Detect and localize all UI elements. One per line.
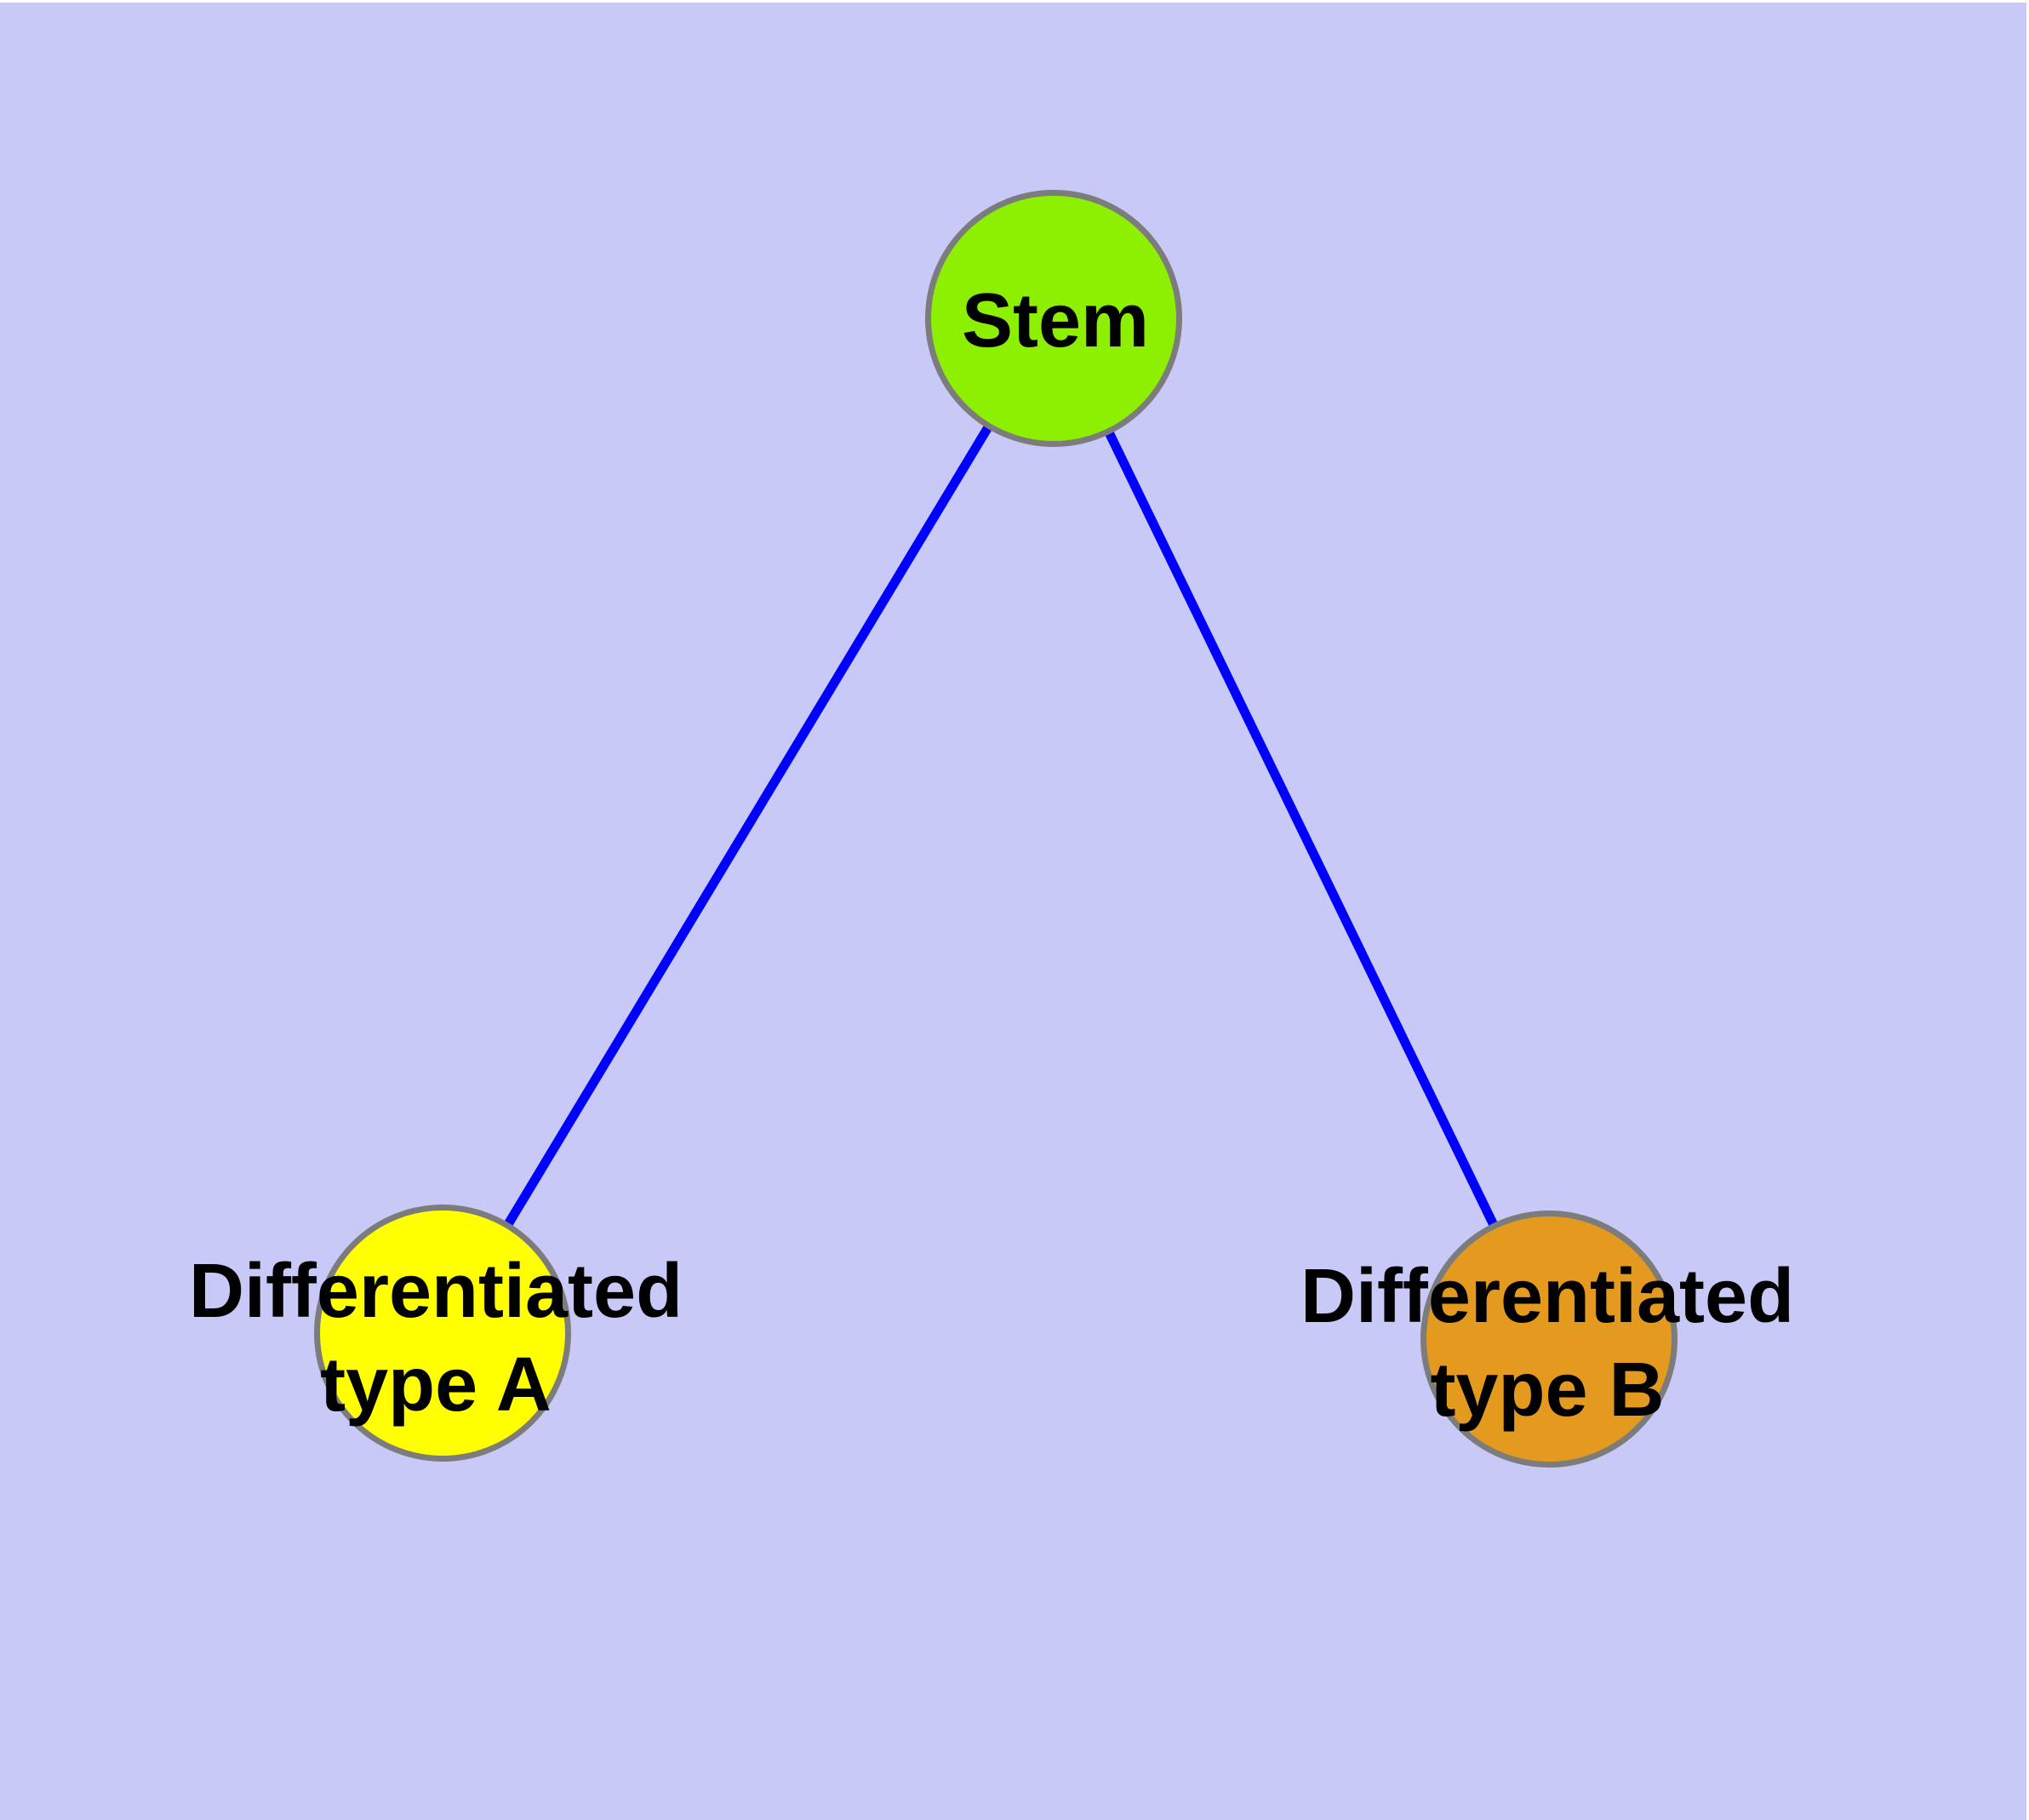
node-type-a-label-line2: type A	[320, 1342, 552, 1428]
edge-stem-to-type-b	[1049, 316, 1553, 1342]
node-type-a-label: Differentiated type A	[189, 1245, 683, 1432]
node-stem-label-text: Stem	[961, 278, 1150, 363]
node-type-b-circle	[1420, 1210, 1677, 1468]
node-type-a-circle	[314, 1205, 571, 1462]
node-type-b-label-line2: type B	[1430, 1348, 1665, 1433]
edge-stem-to-type-a	[438, 316, 1058, 1336]
node-type-b-label: Differentiated type B	[1300, 1250, 1794, 1437]
node-stem-circle	[925, 190, 1182, 447]
node-type-b-label-line1: Differentiated	[1300, 1254, 1795, 1339]
node-stem-label: Stem	[962, 274, 1149, 368]
node-type-a-label-line1: Differentiated	[188, 1249, 683, 1334]
